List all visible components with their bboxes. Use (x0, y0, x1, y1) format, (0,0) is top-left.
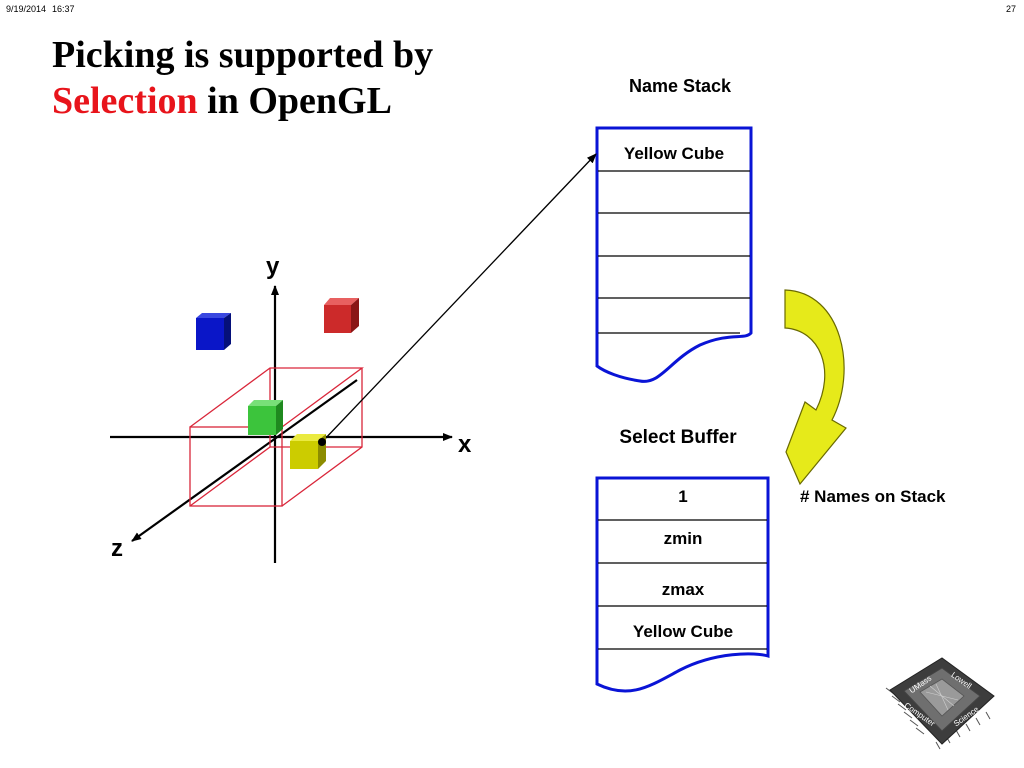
select-buffer-outline (595, 476, 770, 693)
name-stack-label: Name Stack (628, 76, 732, 96)
x-axis-label: x (458, 431, 472, 458)
title-rest: in OpenGL (197, 80, 392, 122)
name-stack-outline (595, 126, 753, 383)
page-number: 27 (1005, 4, 1016, 14)
name-stack (595, 126, 753, 383)
header-time: 16:37 (52, 4, 75, 14)
select-buffer (595, 476, 770, 693)
select-buffer-cell-count: 1 (678, 487, 688, 506)
select-buffer-dividers (598, 519, 767, 650)
pick-point (318, 438, 326, 446)
title-highlight: Selection (52, 80, 198, 122)
select-buffer-label: Select Buffer (619, 427, 737, 448)
green-cube-icon (248, 400, 283, 435)
names-on-stack-annotation: # Names on Stack (800, 487, 946, 506)
z-axis (131, 379, 358, 542)
red-cube-icon (324, 298, 359, 333)
header-date: 9/19/2014 (6, 4, 47, 14)
select-buffer-cell-zmax: zmax (661, 580, 705, 599)
y-axis-label: y (266, 253, 280, 280)
name-stack-dividers (598, 170, 750, 334)
title-line1: Picking is supported by (52, 34, 434, 76)
select-buffer-cell-zmin: zmin (663, 529, 703, 548)
name-stack-cell: Yellow Cube (623, 144, 725, 163)
umass-lowell-cs-logo: UMass Lowell Computer Science (884, 654, 996, 750)
select-buffer-cell-name: Yellow Cube (632, 622, 734, 641)
blue-cube-icon (196, 313, 231, 350)
curved-arrow-icon (784, 289, 847, 486)
logo-chip-icon (885, 657, 995, 750)
pick-ray-arrow (321, 153, 597, 443)
z-axis-label: z (111, 535, 123, 562)
